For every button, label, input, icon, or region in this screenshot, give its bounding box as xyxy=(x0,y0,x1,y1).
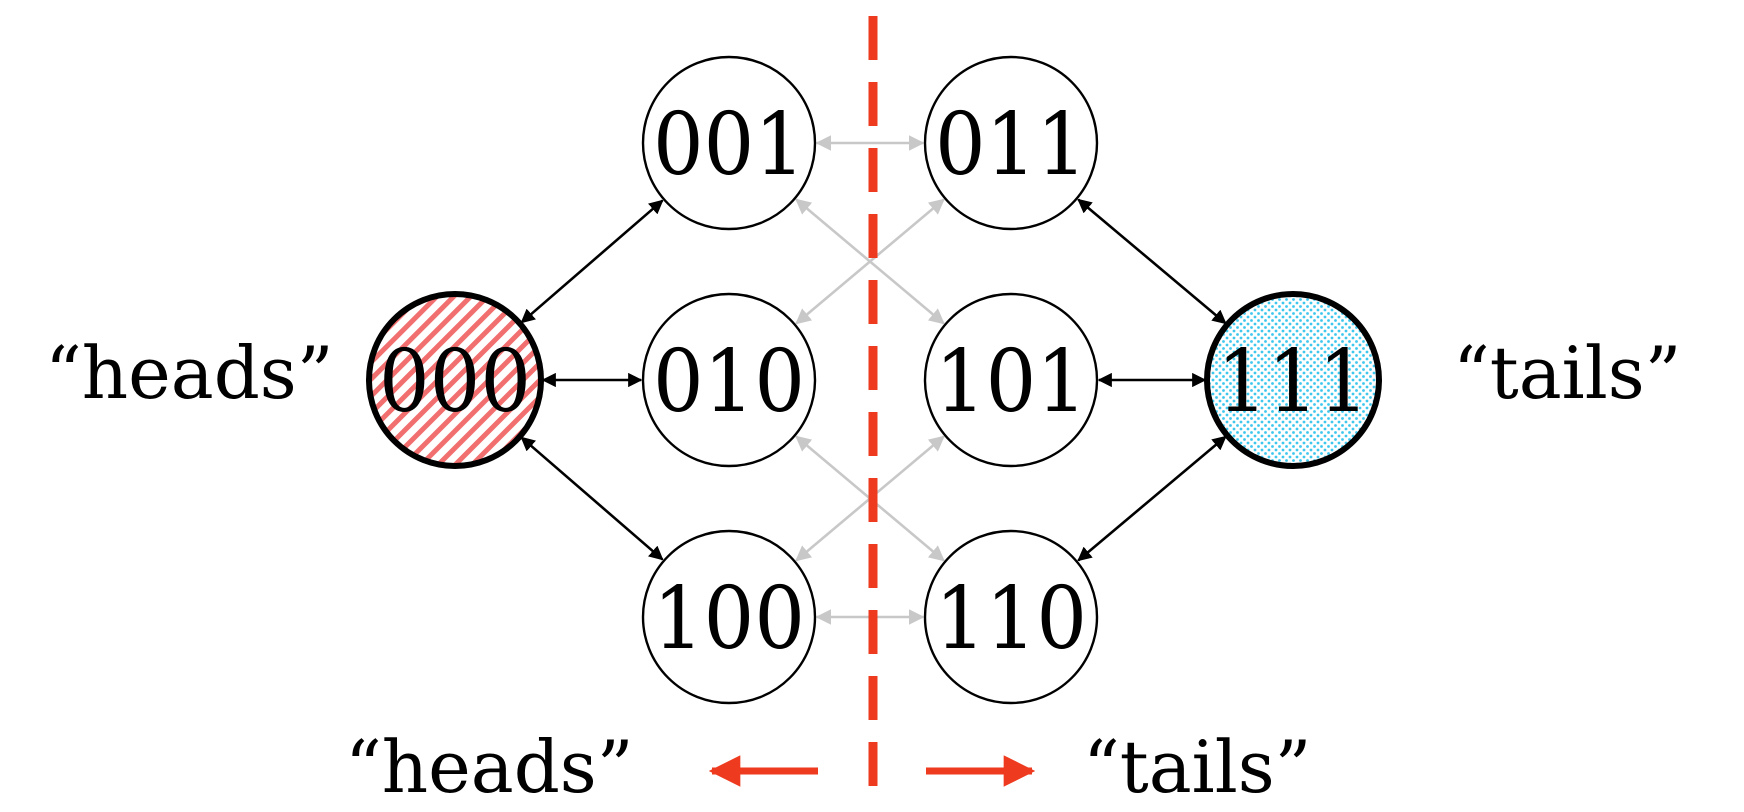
edges xyxy=(520,135,1227,625)
node-011: 011 xyxy=(923,55,1099,231)
node-label-110: 110 xyxy=(935,569,1087,669)
node-101: 101 xyxy=(923,292,1099,468)
node-circle-111 xyxy=(1204,291,1382,469)
heads-side-label: “heads” xyxy=(45,331,334,415)
node-label-010: 010 xyxy=(653,332,805,432)
edge-010-011 xyxy=(795,198,945,325)
node-circle-101 xyxy=(923,292,1099,468)
edge-110-111 xyxy=(1077,435,1227,562)
node-circle-100 xyxy=(641,529,817,705)
node-circle-110 xyxy=(923,529,1099,705)
edge-011-111 xyxy=(1077,198,1227,325)
edge-000-100 xyxy=(520,436,664,561)
tails-bottom-label: “tails” xyxy=(1083,725,1311,809)
node-110: 110 xyxy=(923,529,1099,705)
node-label-000: 000 xyxy=(379,332,531,432)
node-111: 111 xyxy=(1204,291,1382,469)
node-label-100: 100 xyxy=(653,569,805,669)
tails-side-label: “tails” xyxy=(1453,331,1681,415)
heads-bottom-label: “heads” xyxy=(345,725,634,809)
node-001: 001 xyxy=(641,55,817,231)
node-100: 100 xyxy=(641,529,817,705)
node-label-011: 011 xyxy=(935,95,1087,195)
nodes: 000 001 010 100 011 101 110 111 xyxy=(366,55,1382,705)
node-label-111: 111 xyxy=(1217,332,1369,432)
edge-000-001 xyxy=(520,199,664,324)
node-circle-011 xyxy=(923,55,1099,231)
node-circle-010 xyxy=(641,292,817,468)
node-000: 000 xyxy=(366,291,544,469)
node-circle-001 xyxy=(641,55,817,231)
node-circle-000 xyxy=(366,291,544,469)
node-010: 010 xyxy=(641,292,817,468)
node-label-001: 001 xyxy=(653,95,805,195)
node-label-101: 101 xyxy=(935,332,1087,432)
